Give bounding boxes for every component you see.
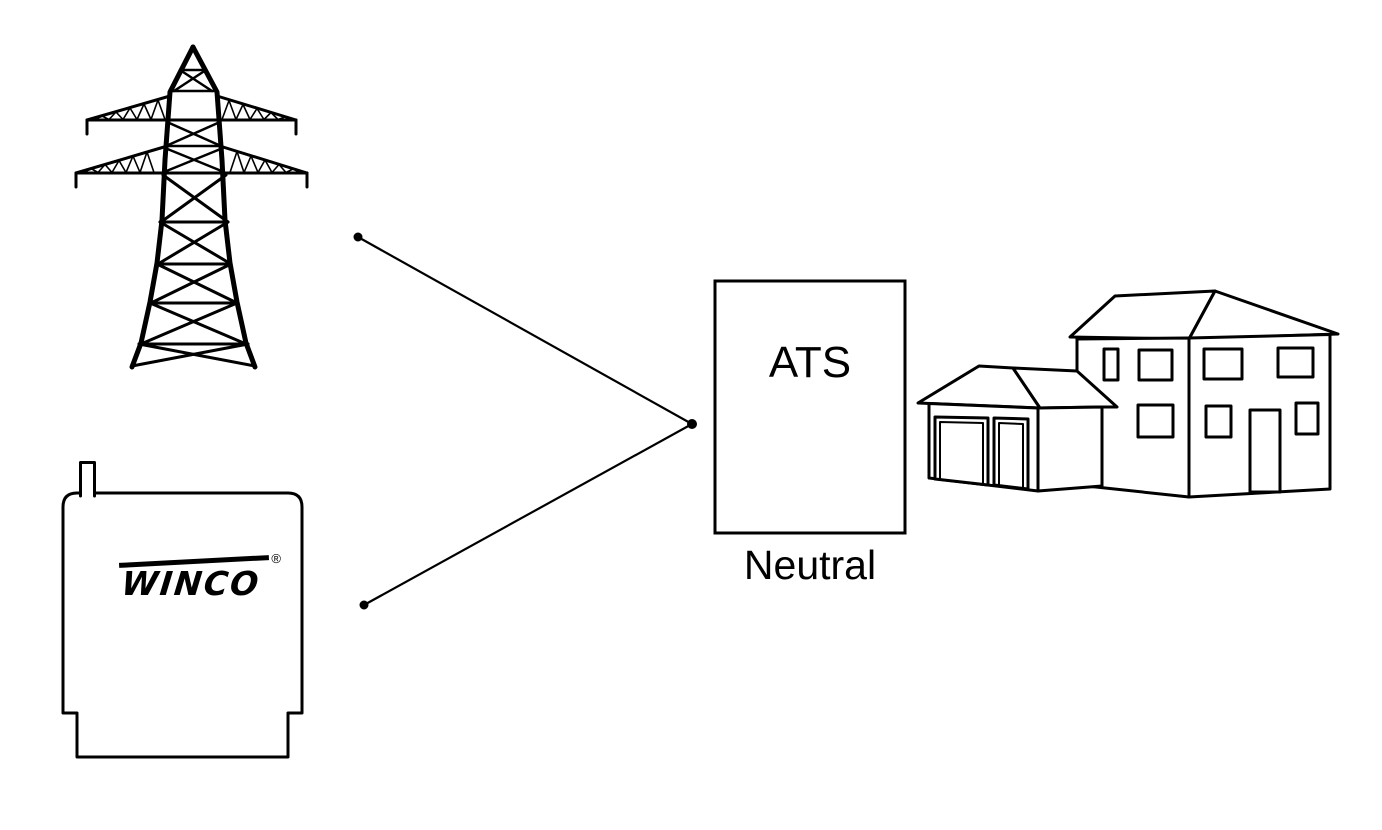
- garage-door: [992, 416, 1030, 491]
- tower-peak-braces: [170, 68, 216, 93]
- house-window: [1136, 403, 1175, 439]
- transmission-tower-icon: [74, 44, 309, 370]
- registered-trademark-symbol: ®: [271, 551, 281, 566]
- generator-brand-logo: WINCO ®: [107, 551, 281, 603]
- house-front-door: [1248, 408, 1282, 494]
- utility-node-dot: [353, 232, 363, 242]
- standby-generator-icon: [61, 461, 304, 759]
- tower-upper-crossarm-truss: [94, 99, 293, 121]
- tower-left-leg: [129, 44, 196, 370]
- garage-door-inner-frame: [939, 421, 984, 485]
- utility-feed-line: [357, 236, 693, 425]
- house-window: [1276, 346, 1315, 379]
- house-window: [1202, 347, 1244, 381]
- house-window: [1294, 401, 1320, 436]
- tower-lower-crossarm-truss: [83, 150, 301, 174]
- generator-exhaust-pipe: [79, 461, 96, 498]
- house-window: [1102, 347, 1120, 382]
- neutral-label: Neutral: [743, 542, 877, 588]
- tower-midsection-braces: [162, 120, 226, 174]
- generator-brand-text: WINCO: [119, 564, 263, 603]
- ats-label: ATS: [768, 338, 852, 387]
- garage-door-inner-frame: [998, 422, 1024, 490]
- feed-lines: [353, 232, 697, 610]
- tower-base-braces: [130, 173, 257, 368]
- automatic-transfer-switch-box: [713, 279, 907, 535]
- garage-door: [933, 415, 990, 487]
- house-window: [1137, 348, 1174, 382]
- house-window: [1204, 404, 1233, 439]
- house-roof-right-plane: [1187, 289, 1340, 341]
- tower-lower-crossarm: [74, 145, 309, 189]
- garage-right-wall: [1036, 405, 1104, 493]
- tower-right-leg: [190, 44, 258, 370]
- ats-node-dot: [687, 419, 697, 429]
- house-with-garage-icon: [916, 289, 1340, 499]
- generator-node-dot: [359, 600, 369, 610]
- generator-body: [61, 491, 304, 759]
- generator-feed-line: [363, 423, 693, 606]
